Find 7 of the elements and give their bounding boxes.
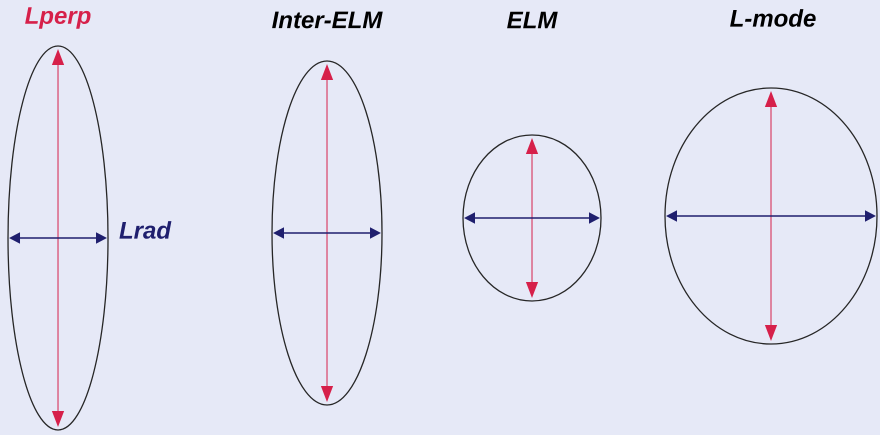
heading: ELM [507, 12, 558, 28]
ellipse-shape [664, 87, 878, 345]
ellipse-shape [271, 60, 383, 406]
heading: L-mode [730, 9, 816, 27]
heading: Inter-ELM [272, 12, 383, 28]
ellipse-shape [7, 45, 109, 431]
ellipse-shape [462, 134, 602, 302]
